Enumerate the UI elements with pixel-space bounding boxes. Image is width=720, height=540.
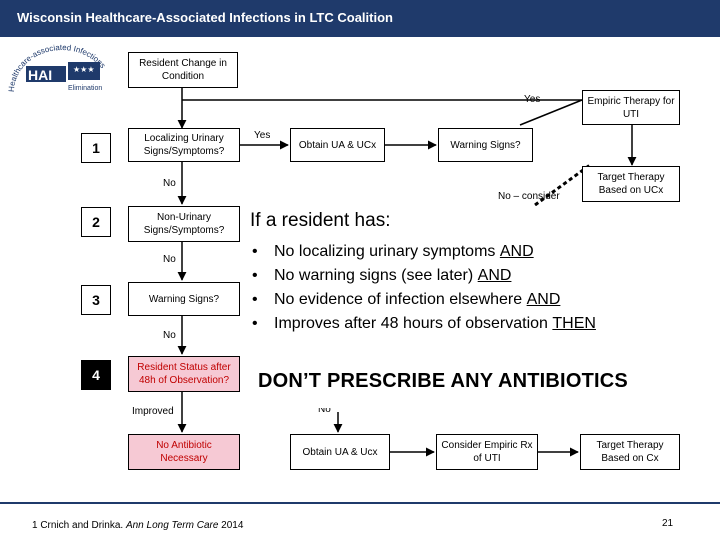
label-improved: Improved	[132, 406, 174, 417]
box-warning-signs-right: Warning Signs?	[438, 128, 533, 162]
box-empiric-therapy: Empiric Therapy for UTI	[582, 90, 680, 125]
callout-item: • No localizing urinary symptoms AND	[252, 240, 596, 264]
callout-dont-prescribe: DON’T PRESCRIBE ANY ANTIBIOTICS	[258, 370, 628, 392]
box-warning-signs-left: Warning Signs?	[128, 282, 240, 316]
step-number-1: 1	[81, 133, 111, 163]
citation-journal: Ann Long Term Care	[125, 520, 219, 531]
bullet: •	[252, 291, 258, 308]
callout-item: •Improves after 48 hours of observation …	[252, 312, 596, 336]
bullet: •	[252, 267, 258, 284]
svg-text:★★★: ★★★	[73, 65, 95, 74]
callout-item: • No warning signs (see later) AND	[252, 264, 596, 288]
label-yes-q1: Yes	[254, 130, 271, 141]
hai-logo: Healthcare-associated Infections HAI ★★★…	[7, 43, 107, 92]
callout-item-emph: AND	[499, 243, 534, 260]
box-consider-empiric: Consider Empiric Rx of UTI	[436, 434, 538, 470]
callout-item-emph: AND	[526, 291, 561, 308]
callout-overlay: If a resident has: • No localizing urinar…	[242, 206, 682, 408]
box-target-therapy-bottom: Target Therapy Based on Cx	[580, 434, 680, 470]
step-number-2: 2	[81, 207, 111, 237]
footer-divider	[0, 502, 720, 504]
label-yes-top: Yes	[524, 94, 541, 105]
callout-item-text: No evidence of infection elsewhere	[274, 291, 523, 308]
label-no-bottom: No	[318, 404, 331, 415]
box-no-antibiotic-text: No Antibiotic Necessary	[156, 440, 212, 464]
citation: 1 Crnich and Drinka. Ann Long Term Care …	[32, 520, 243, 531]
header-bar: Wisconsin Healthcare-Associated Infectio…	[0, 0, 720, 37]
box-non-urinary: Non-Urinary Signs/Symptoms?	[128, 206, 240, 242]
callout-item-emph: AND	[477, 267, 512, 284]
box-resident-status-text: Resident Status after 48h of Observation…	[137, 362, 231, 386]
bullet: •	[252, 315, 258, 332]
box-no-antibiotic: No Antibiotic Necessary	[128, 434, 240, 470]
label-no-q3: No	[163, 330, 176, 341]
callout-item-text: No warning signs (see later)	[274, 267, 474, 284]
box-obtain-ua-top: Obtain UA & UCx	[290, 128, 385, 162]
step-number-4: 4	[81, 360, 111, 390]
logo-mark: HAI	[28, 67, 52, 83]
callout-item-text: Improves after 48 hours of observation	[274, 315, 548, 332]
box-localizing-urinary: Localizing Urinary Signs/Symptoms?	[128, 128, 240, 162]
citation-year: 2014	[218, 520, 244, 531]
page-number: 21	[662, 518, 674, 529]
callout-item-emph: THEN	[552, 315, 596, 332]
callout-list: • No localizing urinary symptoms AND • No …	[252, 240, 596, 336]
label-no-q2: No	[163, 254, 176, 265]
callout-item: • No evidence of infection elsewhere AND	[252, 288, 596, 312]
step-number-3: 3	[81, 285, 111, 315]
label-no-consider: No – consider	[498, 191, 560, 202]
header-title: Wisconsin Healthcare-Associated Infectio…	[17, 10, 393, 25]
citation-authors: 1 Crnich and Drinka.	[32, 520, 126, 531]
box-target-therapy-top: Target Therapy Based on UCx	[582, 166, 680, 202]
callout-item-text: No localizing urinary symptoms	[274, 243, 496, 260]
box-resident-change: Resident Change in Condition	[128, 52, 238, 88]
logo-sub: Elimination	[68, 85, 102, 92]
label-no-q1: No	[163, 178, 176, 189]
box-obtain-ua-bottom: Obtain UA & Ucx	[290, 434, 390, 470]
bullet: •	[252, 243, 258, 260]
callout-title: If a resident has:	[250, 210, 391, 231]
box-resident-status: Resident Status after 48h of Observation…	[128, 356, 240, 392]
